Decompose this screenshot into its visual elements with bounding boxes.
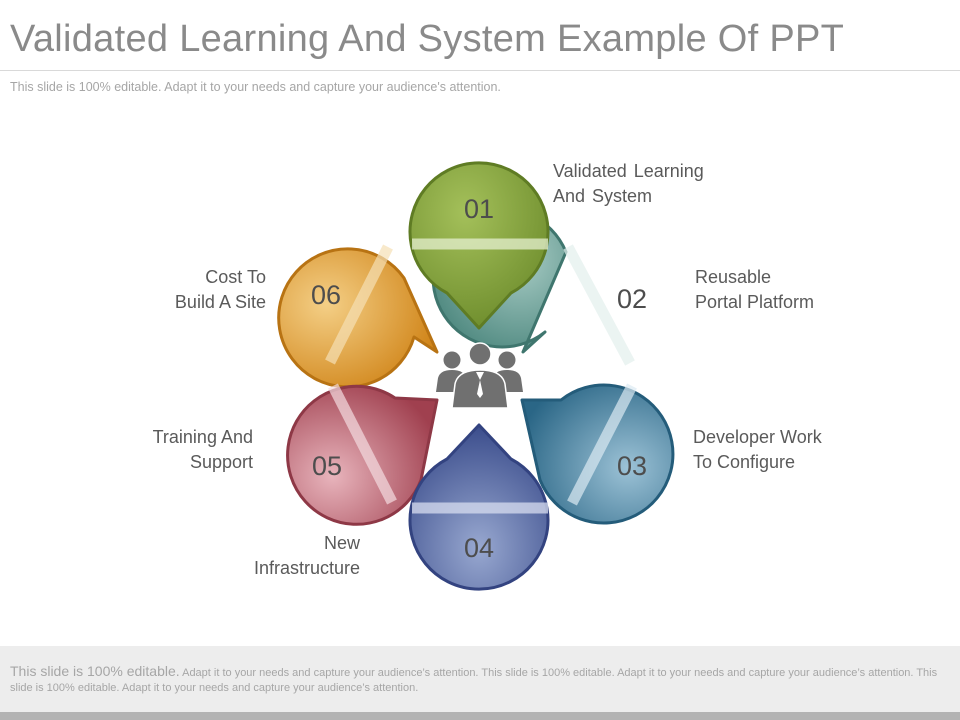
- step-06-label-line-1: Cost To: [205, 267, 266, 287]
- step-04-label-line-1: New: [323, 533, 360, 553]
- step-06-label-line-2: Build A Site: [174, 292, 266, 312]
- step-03-label-line-2: To Configure: [693, 452, 796, 472]
- footer-body: Adapt it to your needs and capture your …: [10, 667, 938, 694]
- step-03-bubble: [520, 383, 675, 525]
- step-06-number: 06: [311, 280, 341, 310]
- footer-panel: This slide is 100% editable. Adapt it to…: [0, 646, 960, 712]
- step-01-label: Validated Learning And System: [553, 159, 704, 209]
- step-03-label-line-1: Developer Work: [693, 427, 822, 447]
- step-04-label: New Infrastructure: [254, 531, 360, 581]
- step-05-bubble: [286, 383, 439, 526]
- step-05-label-line-1: Training And: [152, 427, 253, 447]
- footer-text: This slide is 100% editable. Adapt it to…: [10, 664, 940, 696]
- slide-subtitle: This slide is 100% editable. Adapt it to…: [10, 80, 501, 94]
- step-04-bubble: [408, 423, 550, 591]
- step-05-label-line-2: Support: [189, 452, 253, 472]
- people-group-icon: [436, 342, 523, 409]
- step-02-label-line-2: Portal Platform: [695, 292, 815, 312]
- step-06-label: Cost To Build A Site: [175, 265, 266, 315]
- step-02-label: Reusable Portal Platform: [695, 265, 814, 315]
- step-05-number: 05: [312, 451, 342, 481]
- step-04-number: 04: [464, 533, 494, 563]
- step-01-number: 01: [464, 194, 494, 224]
- title-divider: [0, 70, 960, 71]
- step-02-number: 02: [617, 284, 647, 314]
- step-02-label-line-1: Reusable: [695, 267, 772, 287]
- step-06-bubble: [277, 244, 439, 389]
- step-04-label-line-2: Infrastructure: [253, 558, 360, 578]
- step-03-number: 03: [617, 451, 647, 481]
- step-01-bubble: [408, 161, 550, 330]
- step-03-label: Developer Work To Configure: [693, 425, 822, 475]
- step-01-label-line-2: And System: [553, 186, 653, 206]
- step-05-label: Training And Support: [153, 425, 253, 475]
- slide-title: Validated Learning And System Example Of…: [10, 18, 845, 60]
- step-01-label-line-1: Validated Learning: [553, 161, 704, 181]
- bottom-bar: [0, 712, 960, 720]
- footer-lead: This slide is 100% editable.: [10, 663, 180, 679]
